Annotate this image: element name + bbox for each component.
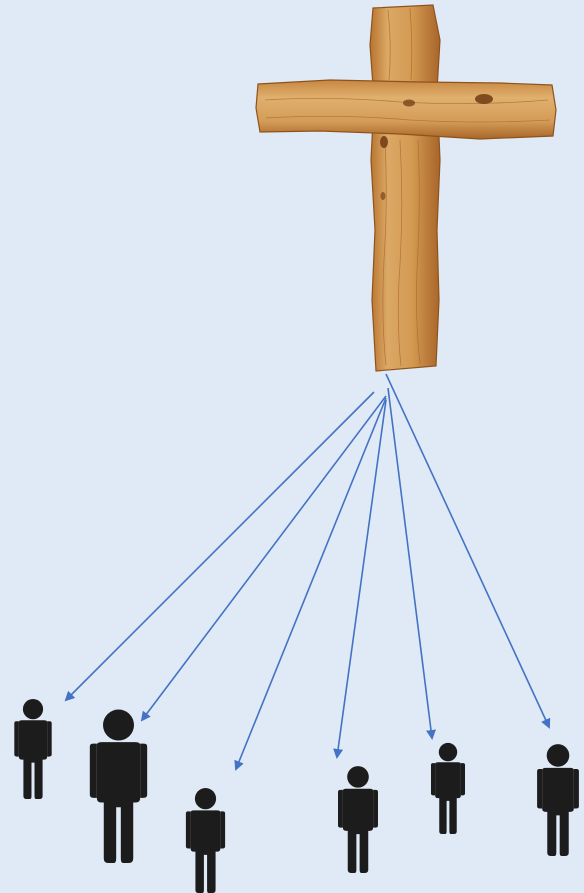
- wood-knot: [475, 94, 493, 104]
- person-icon: [89, 709, 148, 863]
- arrow-to-person-6: [385, 373, 551, 729]
- wooden-cross-icon: [255, 4, 557, 372]
- person-icon: [537, 744, 579, 856]
- wood-knot: [380, 136, 388, 148]
- person-icon: [14, 699, 52, 799]
- cross-vertical-beam: [369, 4, 441, 372]
- person-icon: [185, 788, 226, 893]
- wood-knot: [403, 99, 415, 107]
- wood-grain: [264, 7, 551, 367]
- cross-horizontal-beam: [255, 79, 557, 140]
- arrow-to-person-4: [333, 399, 387, 759]
- arrow-to-person-1: [64, 391, 375, 702]
- people: [14, 699, 579, 893]
- arrows: [64, 373, 551, 771]
- arrow-to-person-2: [140, 395, 387, 722]
- person-icon: [338, 766, 378, 873]
- arrow-to-person-5: [387, 387, 436, 740]
- person-icon: [430, 742, 466, 834]
- wood-knot: [380, 192, 386, 200]
- arrow-to-person-3: [234, 397, 387, 771]
